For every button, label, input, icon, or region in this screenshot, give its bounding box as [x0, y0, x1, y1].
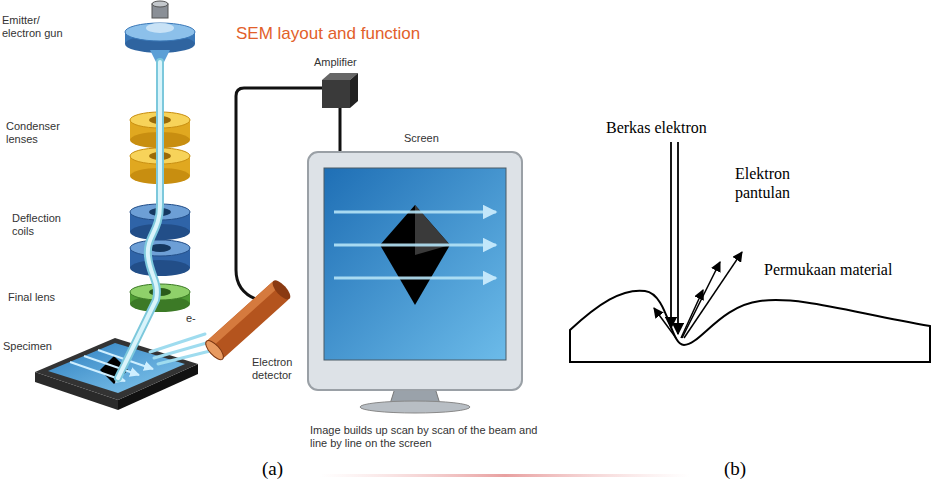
deflection-coil [130, 240, 190, 256]
watermark-rule [320, 474, 690, 477]
amplifier-box [350, 73, 358, 108]
electron-gun [146, 23, 174, 33]
screen-monitor [324, 168, 506, 360]
electron-beam [118, 62, 160, 378]
panel-label: (b) [724, 458, 764, 481]
electron-detector [207, 281, 279, 347]
electron-gun [125, 1, 195, 62]
annotation-label: Elektron pantulan [735, 164, 825, 202]
electron-beam-lines [671, 142, 678, 334]
part-label: Condenser lenses [6, 120, 72, 146]
emitted-electrons [150, 334, 205, 352]
electron-beam-lines [670, 142, 672, 328]
panel-label: (a) [262, 458, 302, 481]
annotation-label: Berkas elektron [606, 118, 736, 137]
emitted-electrons [154, 342, 210, 358]
electron-beam [118, 62, 160, 378]
screen-monitor [380, 205, 450, 305]
part-label: Emitter/ electron gun [2, 14, 74, 40]
electron-symbol: e- [186, 312, 216, 325]
amplifier-box [322, 80, 350, 108]
reflected-electrons [654, 252, 742, 338]
note-text: Image builds up scan by scan of the beam… [310, 424, 542, 450]
part-label: Final lens [8, 291, 88, 304]
part-label: Amplifier [314, 56, 384, 69]
signal-wire [339, 108, 342, 152]
reflected-electrons [684, 252, 742, 338]
part-label: Specimen [3, 340, 73, 353]
emitted-electrons [150, 334, 214, 364]
deflection-coil [130, 260, 190, 276]
electron-detector [203, 278, 293, 363]
part-label: Deflection coils [12, 212, 78, 238]
electron-gun [125, 23, 195, 41]
electron-beam-lines [677, 142, 679, 334]
screen-monitor [334, 212, 496, 278]
screen-monitor [308, 152, 522, 390]
annotation-label: Permukaan material [764, 260, 932, 279]
specimen [48, 343, 185, 393]
emitted-electrons [158, 350, 214, 364]
figure-title: SEM layout and function [236, 24, 420, 44]
screen-monitor [334, 277, 496, 280]
material-surface [570, 291, 930, 362]
reflected-electrons [682, 262, 720, 338]
specimen [35, 338, 198, 400]
screen-monitor [334, 244, 496, 247]
electron-beam [118, 62, 160, 378]
material-surface [570, 291, 930, 362]
part-label: Electron detector [252, 356, 316, 382]
specimen [70, 350, 153, 381]
electron-detector [270, 278, 293, 303]
part-label: Screen [404, 132, 464, 145]
screen-monitor [360, 401, 470, 413]
amplifier-box [322, 73, 358, 108]
screen-monitor [334, 211, 496, 214]
electron-gun [152, 1, 168, 7]
reflected-electrons [654, 308, 676, 338]
screen-monitor [308, 152, 522, 413]
electron-detector [203, 338, 226, 363]
